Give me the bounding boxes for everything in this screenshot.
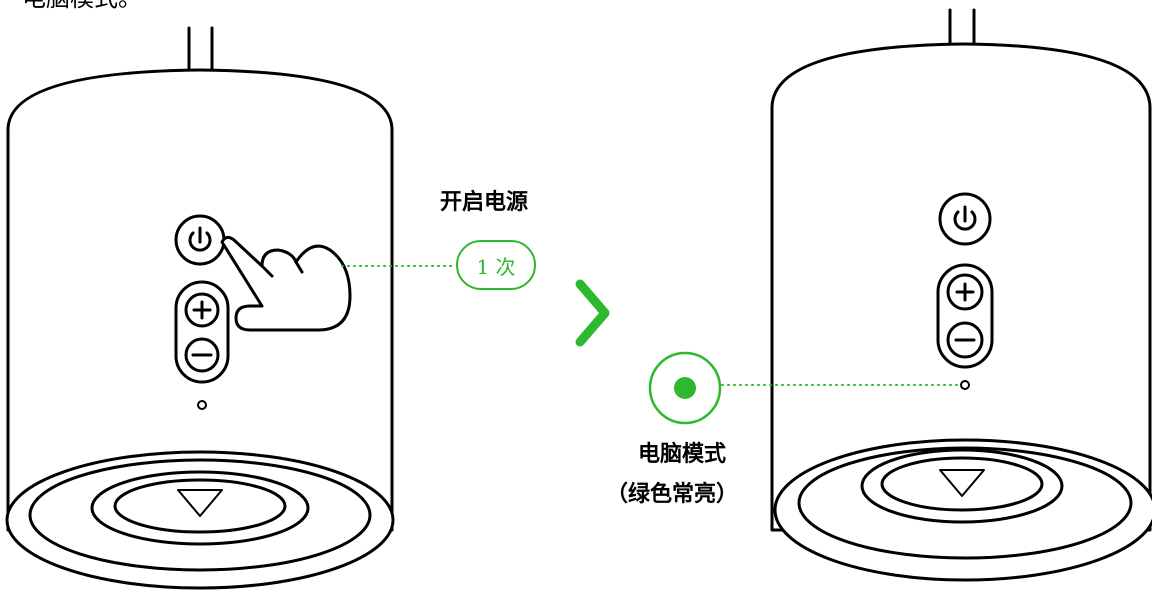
volume-up-button[interactable]: [184, 292, 220, 328]
mode-label: 电脑模式: [638, 442, 727, 467]
plus-icon: [955, 282, 975, 302]
power-button-right[interactable]: [938, 192, 992, 246]
speaker-right: [770, 8, 1152, 582]
cone-tip: [939, 469, 985, 497]
page-caption: 电脑模式。: [22, 0, 142, 12]
cone-tip: [177, 489, 223, 517]
press-count-badge: [456, 240, 536, 290]
speaker-left-body: [6, 68, 394, 532]
plus-icon: [192, 300, 212, 320]
mode-detail-label: （绿色常亮）: [606, 482, 739, 507]
power-icon: [953, 205, 977, 231]
speaker-left: [5, 26, 395, 590]
pointing-hand-icon: [220, 235, 352, 332]
step-action-label: 开启电源: [440, 190, 529, 215]
volume-down-button[interactable]: [184, 337, 220, 373]
volume-up-button-right[interactable]: [946, 273, 984, 311]
volume-down-button-right[interactable]: [946, 321, 984, 359]
press-count-label: 1 次: [476, 254, 516, 279]
volume-rocker-right[interactable]: [936, 263, 994, 369]
volume-rocker[interactable]: [174, 280, 230, 384]
status-light-icon: [674, 377, 696, 399]
status-light: [197, 400, 207, 410]
speaker-left-base: [5, 450, 395, 590]
power-icon: [188, 226, 212, 252]
chevron-right-icon: [575, 279, 610, 347]
speaker-right-body: [770, 42, 1152, 532]
status-light-right: [960, 380, 970, 390]
